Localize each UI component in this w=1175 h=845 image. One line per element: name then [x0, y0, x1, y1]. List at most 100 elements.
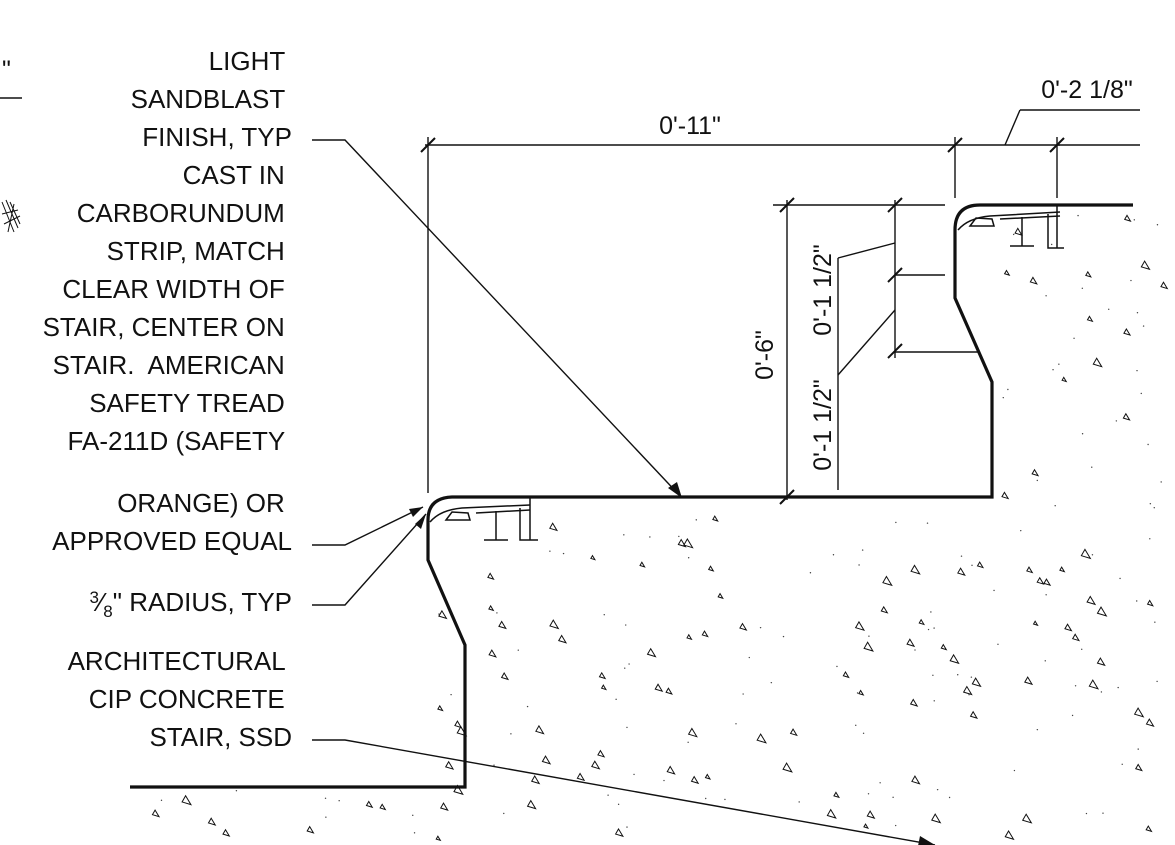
stipple-dot	[412, 814, 414, 817]
aggregate-mark	[906, 638, 916, 648]
aggregate-mark	[1029, 276, 1038, 285]
aggregate-mark	[1061, 376, 1068, 383]
stipple-dot	[603, 614, 605, 616]
aggregate-mark	[549, 522, 559, 532]
stipple-dot	[562, 552, 565, 555]
note-line: SANDBLAST	[131, 84, 286, 114]
stipple-dot	[1133, 219, 1136, 221]
aggregate-mark	[1071, 633, 1081, 642]
aggregate-mark	[1135, 763, 1143, 772]
stipple-dot	[1117, 686, 1119, 689]
stipple-dot	[1054, 505, 1056, 507]
stipple-dot	[517, 649, 519, 651]
stipple-dot	[1007, 388, 1009, 391]
stipple-dot	[914, 649, 916, 651]
note-leaders	[312, 139, 936, 845]
aggregate-mark	[590, 554, 597, 561]
stipple-dot	[1045, 295, 1047, 297]
stipple-dot	[549, 550, 551, 552]
stipple-dot	[1002, 396, 1004, 399]
stipple-dot	[705, 797, 707, 800]
note-line: CIP CONCRETE	[89, 684, 285, 714]
note-line: FINISH, TYP	[142, 122, 292, 152]
stipple-dot	[1045, 594, 1047, 596]
aggregate-mark	[1086, 315, 1094, 323]
stipple-dot	[1153, 506, 1155, 509]
aggregate-mark	[858, 689, 865, 696]
aggregate-mark	[866, 810, 876, 820]
aggregate-mark	[654, 683, 664, 693]
note-line: CARBORUNDUM	[77, 198, 285, 228]
note-line: LIGHT	[209, 46, 286, 76]
aggregate-mark	[717, 592, 724, 600]
stipple-dot	[1149, 538, 1151, 540]
dim-tread-depth: 0'-11"	[659, 112, 721, 140]
stipple-dot	[413, 832, 416, 834]
aggregate-mark	[940, 643, 948, 651]
stipple-dot	[933, 627, 935, 629]
stipple-dot	[649, 536, 651, 538]
aggregate-mark	[1122, 412, 1131, 421]
dim-upper-half: 0'-1 1/2"	[809, 244, 837, 335]
stipple-dot	[1115, 420, 1118, 422]
stipple-dot	[993, 589, 995, 592]
note-radius: 3⁄8" RADIUS, TYP	[89, 587, 292, 621]
note-line: STAIR, CENTER ON	[43, 312, 285, 342]
stipple-dot	[1108, 308, 1110, 310]
stipple-dot	[607, 794, 609, 796]
aggregate-mark	[931, 813, 942, 824]
stipple-dot	[678, 535, 680, 538]
stipple-dot	[325, 816, 327, 818]
note-line: APPROVED EQUAL	[52, 526, 292, 556]
aggregate-mark	[487, 572, 495, 580]
aggregate-mark	[707, 565, 715, 572]
aggregate-mark	[151, 809, 161, 818]
aggregate-mark	[677, 538, 687, 548]
aggregate-mark	[444, 760, 455, 770]
aggregate-mark	[666, 765, 676, 775]
aggregate-mark	[789, 728, 798, 737]
stipple-dot	[936, 788, 939, 791]
stipple-dot	[782, 635, 785, 638]
aggregate-mark	[1145, 825, 1153, 833]
aggregate-mark	[488, 604, 495, 612]
aggregate-mark	[690, 775, 700, 785]
aggregate-mark	[1059, 566, 1066, 573]
stipple-dot	[496, 612, 498, 614]
note-line: STAIR. AMERICAN	[53, 350, 285, 380]
aggregate-mark	[1024, 676, 1034, 686]
stipple-dot	[748, 656, 750, 659]
stipple-dot	[235, 790, 238, 792]
stipple-dot	[615, 698, 617, 701]
stipple-dot	[1147, 443, 1149, 446]
stipple-dot	[695, 519, 697, 521]
aggregate-mark	[365, 800, 374, 809]
aggregate-mark	[1160, 281, 1169, 290]
aggregate-mark	[665, 687, 673, 695]
stipple-dot	[1081, 648, 1083, 650]
stipple-dot	[628, 663, 630, 665]
aggregate-mark	[439, 802, 449, 811]
aggregate-mark	[918, 618, 926, 626]
aggregate-mark	[541, 755, 552, 765]
concrete-stipple	[151, 214, 1169, 842]
dim-nosing: 0'-2 1/8"	[1041, 76, 1132, 104]
aggregate-mark	[949, 653, 960, 665]
stipple-dot	[493, 764, 495, 766]
stipple-dot	[1091, 466, 1093, 468]
aggregate-mark	[1043, 578, 1052, 587]
aggregate-mark	[833, 791, 840, 799]
aggregate-mark	[976, 561, 985, 569]
stipple-dot	[930, 611, 932, 613]
aggregate-mark	[910, 564, 921, 575]
aggregate-mark	[646, 647, 657, 658]
aggregate-mark	[437, 704, 444, 712]
stipple-dot	[1136, 312, 1139, 314]
stipple-dot	[894, 824, 897, 827]
stipple-dot	[1142, 325, 1145, 327]
stipple-dot	[1050, 243, 1053, 246]
aggregate-mark	[498, 620, 507, 630]
aggregate-mark	[701, 630, 709, 638]
aggregate-mark	[1088, 679, 1100, 690]
